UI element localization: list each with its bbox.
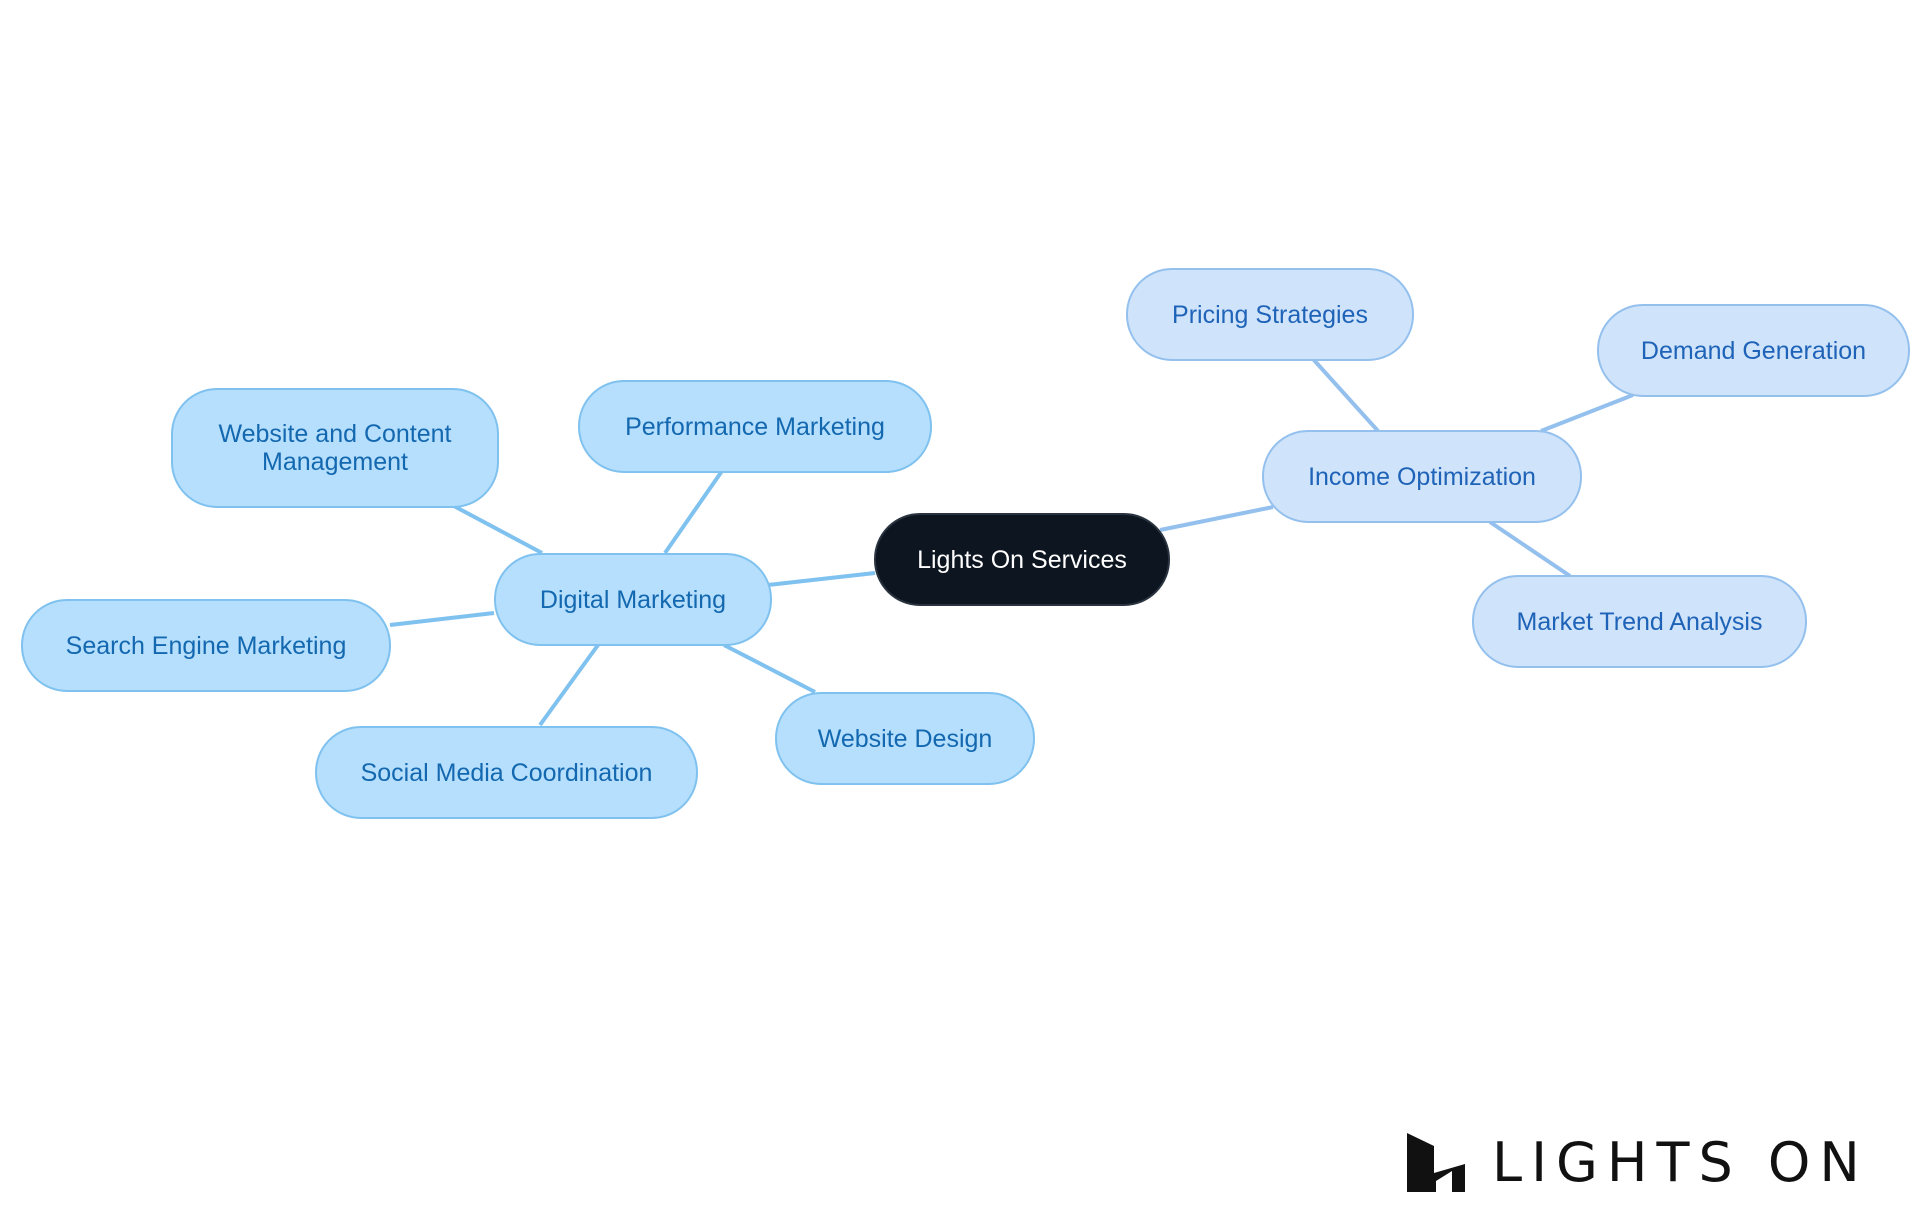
root-node[interactable]: Lights On Services: [874, 513, 1170, 606]
branch-node-digital-marketing[interactable]: Digital Marketing: [494, 553, 772, 646]
leaf-node-market-trend-analysis[interactable]: Market Trend Analysis: [1472, 575, 1807, 668]
edge-income-pricing: [1311, 357, 1380, 433]
edge-digital-website-content: [451, 503, 543, 555]
leaf-node-pricing-strategies[interactable]: Pricing Strategies: [1126, 268, 1414, 361]
edge-digital-search-engine: [389, 611, 495, 627]
leaf-node-social-media-coordination[interactable]: Social Media Coordination: [315, 726, 698, 819]
edge-root-income-optimization: [1159, 505, 1274, 532]
edge-root-digital-marketing: [767, 571, 876, 587]
leaf-node-demand-generation[interactable]: Demand Generation: [1597, 304, 1910, 397]
branch-node-income-optimization[interactable]: Income Optimization: [1262, 430, 1582, 523]
leaf-node-search-engine-marketing[interactable]: Search Engine Marketing: [21, 599, 391, 692]
logo-wordmark: LIGHTS ON: [1492, 1131, 1869, 1194]
edge-digital-social-media: [538, 643, 600, 727]
edge-digital-performance: [663, 469, 724, 555]
leaf-node-website-content-management[interactable]: Website and Content Management: [171, 388, 499, 508]
edge-digital-website-design: [723, 643, 816, 694]
lights-on-logo-icon: [1407, 1133, 1465, 1192]
brand-logo: LIGHTS ON: [1404, 1130, 1869, 1196]
leaf-node-performance-marketing[interactable]: Performance Marketing: [578, 380, 932, 473]
leaf-node-website-design[interactable]: Website Design: [775, 692, 1035, 785]
edge-income-demand: [1540, 393, 1634, 433]
edge-income-market-trend: [1488, 520, 1572, 578]
